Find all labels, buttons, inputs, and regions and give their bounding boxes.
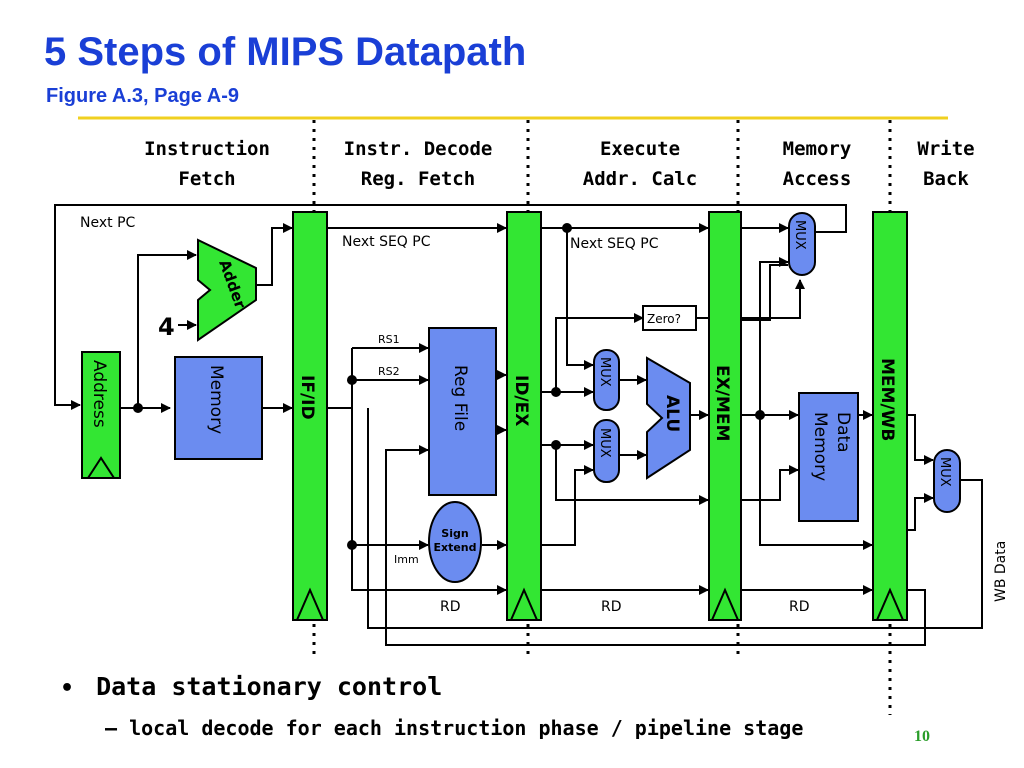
- rd-label-2: RD: [601, 599, 622, 615]
- bullet-text: Data stationary control: [96, 672, 443, 701]
- sign-extend-label-1: Sign: [441, 527, 468, 540]
- wb-data-label: WB Data: [993, 541, 1009, 602]
- zero-check-label: Zero?: [647, 312, 681, 326]
- mux-label-pc: MUX: [792, 220, 807, 250]
- stage-writeback-line1: Write: [917, 138, 974, 160]
- next-seq-pc-label-2: Next SEQ PC: [570, 236, 659, 252]
- data-memory-label-1: Data: [833, 412, 853, 453]
- adder-block: [197, 238, 257, 342]
- stage-execute-line1: Execute: [600, 138, 680, 160]
- stage-writeback-line2: Back: [923, 168, 969, 190]
- sign-extend-block: [428, 501, 482, 583]
- id-ex-clock-icon: [509, 587, 539, 621]
- sub-bullet-local-decode: – local decode for each instruction phas…: [105, 716, 804, 740]
- if-id-label: IF/ID: [297, 375, 317, 420]
- next-seq-pc-label-1: Next SEQ PC: [342, 234, 431, 250]
- instruction-memory: [174, 356, 263, 460]
- stage-memory-line2: Access: [783, 168, 852, 190]
- zero-check-block: [642, 305, 697, 331]
- writeback-mux: [933, 449, 961, 513]
- page-number: 10: [914, 728, 930, 745]
- stage-execute-line2: Addr. Calc: [583, 168, 697, 190]
- mux-label-top: MUX: [597, 357, 612, 387]
- alu-input-mux-bottom: [593, 419, 620, 483]
- if-id-register: [292, 211, 328, 621]
- instruction-memory-label: Memory: [206, 365, 226, 434]
- alu-label: ALU: [662, 395, 682, 432]
- bullet-data-stationary: • Data stationary control: [60, 672, 442, 701]
- next-pc-label: Next PC: [80, 215, 136, 231]
- stage-decode-line2: Reg. Fetch: [361, 168, 475, 190]
- junction-dots: [133, 223, 765, 550]
- rs2-label: RS2: [378, 365, 400, 378]
- register-file-label: Reg File: [450, 365, 470, 431]
- slide-title: 5 Steps of MIPS Datapath: [44, 30, 527, 74]
- id-ex-label: ID/EX: [511, 375, 531, 426]
- mem-wb-label: MEM/WB: [877, 358, 897, 441]
- register-file: [428, 327, 497, 496]
- ex-mem-label: EX/MEM: [712, 365, 732, 441]
- data-memory: [798, 392, 859, 522]
- alu-input-mux-top: [593, 349, 620, 411]
- stage-fetch-line1: Instruction: [144, 138, 270, 160]
- rs1-label: RS1: [378, 333, 400, 346]
- imm-label: Imm: [394, 553, 419, 566]
- const-four: 4: [158, 313, 175, 341]
- rd-label-3: RD: [789, 599, 810, 615]
- mem-wb-register: [872, 211, 908, 621]
- bullet-dot-icon: •: [60, 676, 75, 701]
- mux-label-wb: MUX: [937, 457, 952, 487]
- pc-label: Address: [89, 360, 109, 428]
- mem-wb-clock-icon: [875, 587, 905, 621]
- stage-memory-line1: Memory: [783, 138, 852, 160]
- ex-mem-clock-icon: [710, 587, 740, 621]
- sign-extend-label-2: Extend: [433, 541, 476, 554]
- ex-mem-register: [708, 211, 742, 621]
- alu-block: [646, 356, 691, 480]
- stage-decode-line1: Instr. Decode: [344, 138, 493, 160]
- data-memory-label-2: Memory: [810, 412, 830, 481]
- stage-fetch-line2: Fetch: [178, 168, 235, 190]
- pc-select-mux: [788, 212, 816, 276]
- if-id-clock-icon: [295, 587, 325, 621]
- pc-clock-icon: [86, 456, 116, 479]
- rd-label-1: RD: [440, 599, 461, 615]
- slide-subtitle: Figure A.3, Page A-9: [46, 85, 240, 107]
- mux-label-bottom: MUX: [597, 428, 612, 458]
